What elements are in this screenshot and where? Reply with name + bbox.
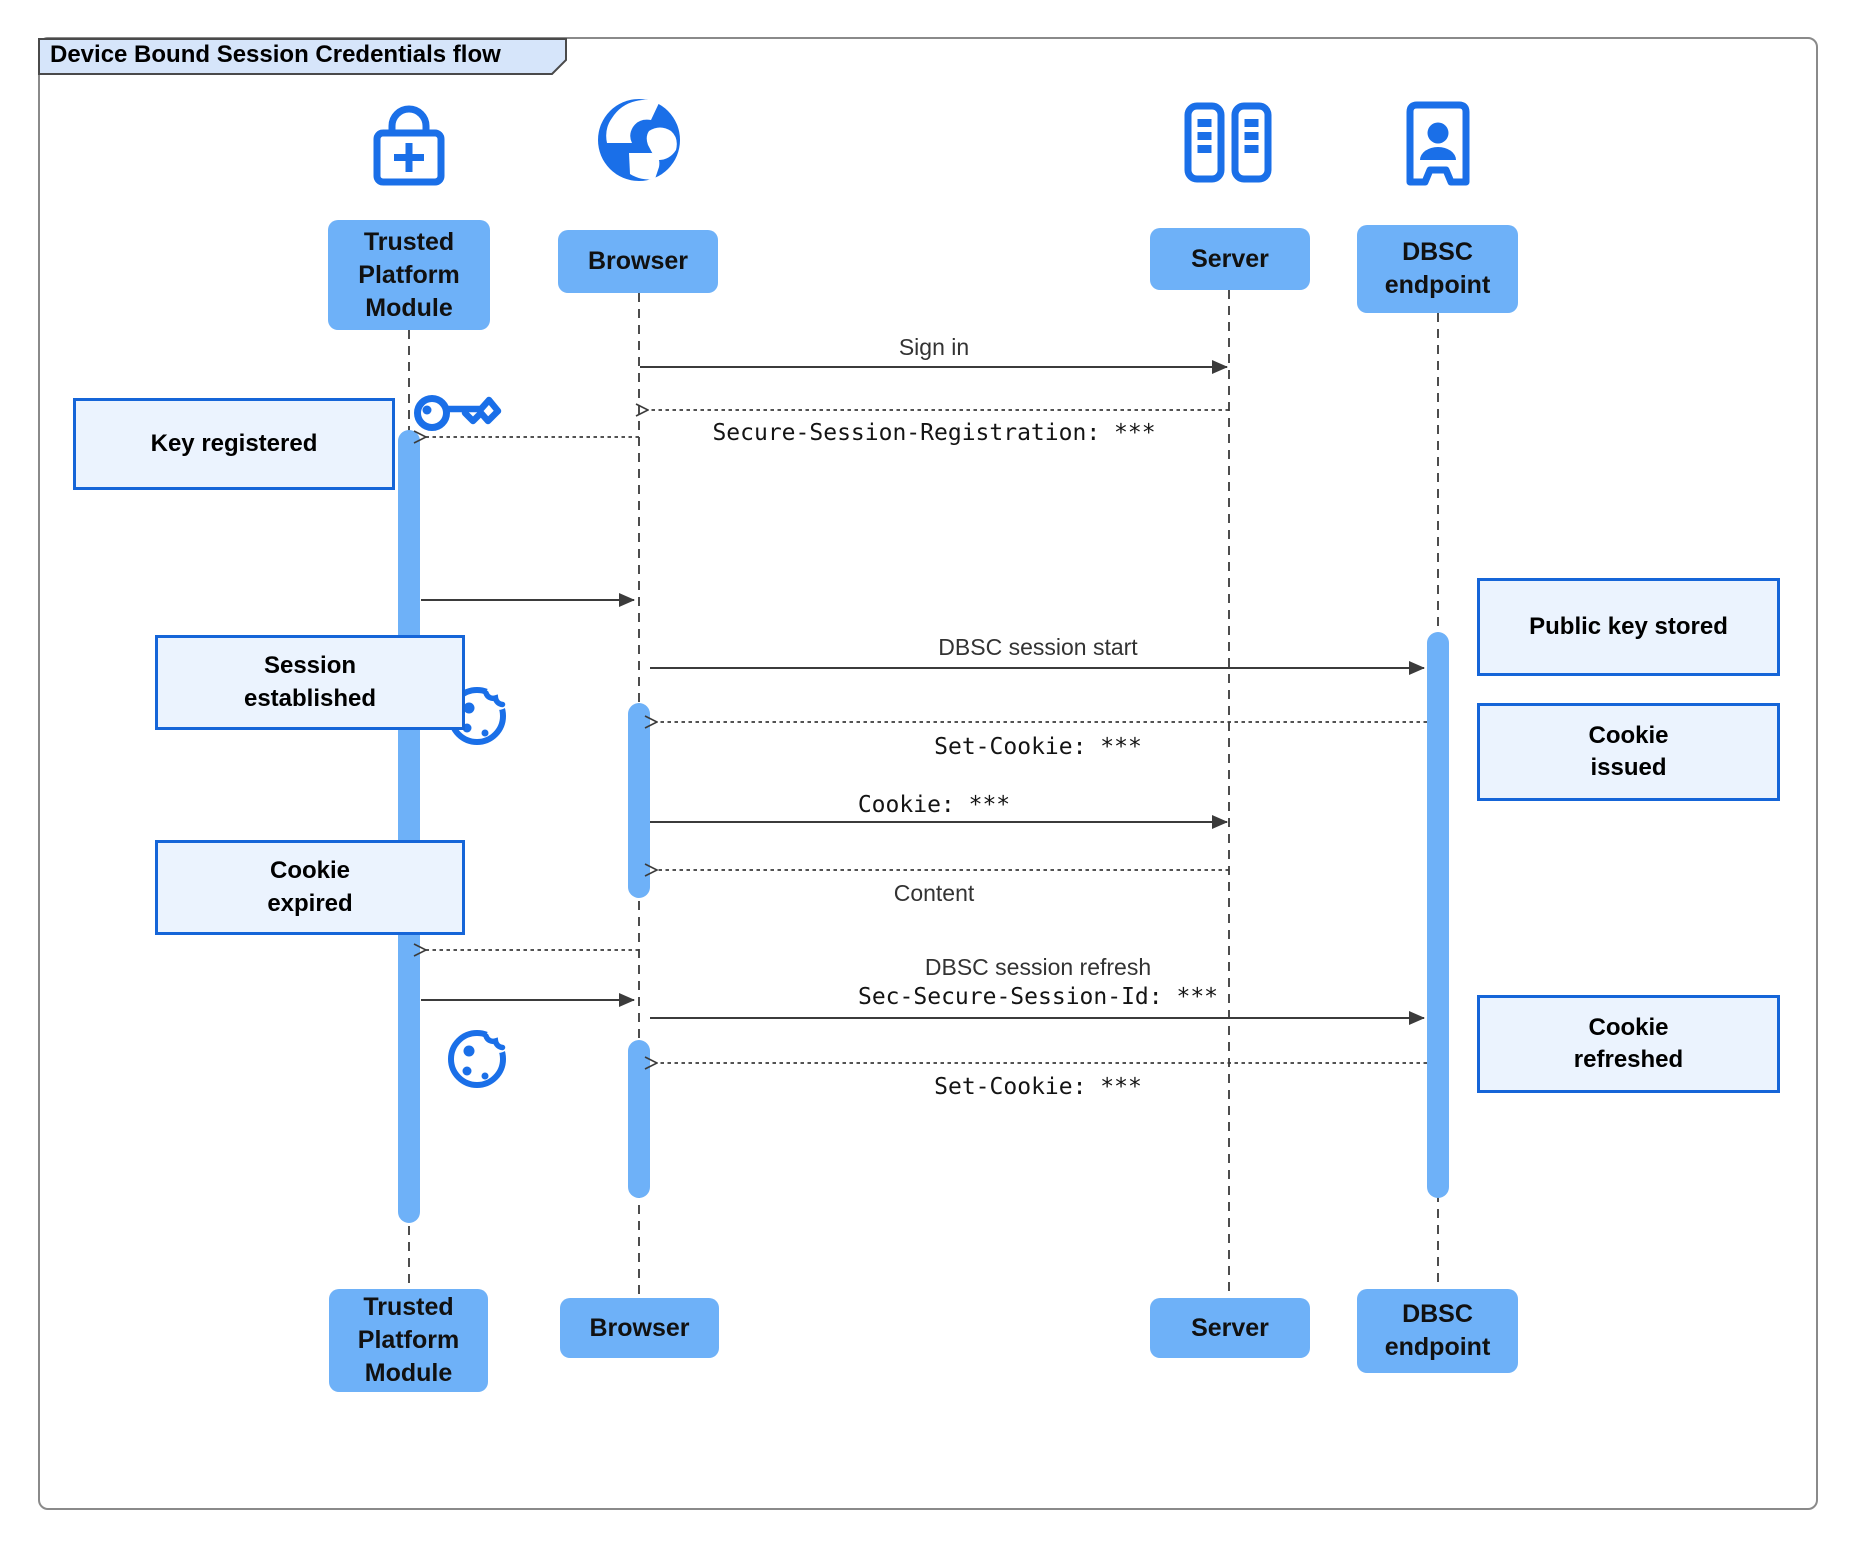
note-key-registered: Key registered xyxy=(73,398,395,490)
note-cookie-expired: Cookie expired xyxy=(155,840,465,935)
note-cookie-refreshed: Cookie refreshed xyxy=(1477,995,1780,1093)
message-label-cookie: Cookie: *** xyxy=(857,792,1011,818)
activation-browser-1 xyxy=(628,703,650,898)
note-session-established: Session established xyxy=(155,635,465,730)
doorway-user-icon xyxy=(1406,101,1470,186)
actor-label-tpm-bottom: Trusted Platform Module xyxy=(329,1289,488,1392)
actor-label-dbsc-bottom: DBSC endpoint xyxy=(1357,1289,1518,1373)
message-label-content: Content xyxy=(893,880,975,906)
actor-label-tpm-top: Trusted Platform Module xyxy=(328,220,490,330)
activation-dbsc xyxy=(1427,632,1449,1198)
note-public-key-stored: Public key stored xyxy=(1477,578,1780,676)
lock-plus-icon xyxy=(373,105,445,186)
title-tab xyxy=(38,38,567,75)
cookie-icon xyxy=(451,1027,511,1085)
diagram-title: Device Bound Session Credentials flow xyxy=(50,41,501,68)
message-label-sec-secure-session-id: Sec-Secure-Session-Id: *** xyxy=(857,984,1219,1010)
message-label-set-cookie-1: Set-Cookie: *** xyxy=(934,734,1142,760)
message-label-dbsc-session-start: DBSC session start xyxy=(938,634,1138,660)
actor-label-server-top: Server xyxy=(1150,228,1310,290)
message-label-set-cookie-2: Set-Cookie: *** xyxy=(934,1074,1142,1100)
note-cookie-issued: Cookie issued xyxy=(1477,703,1780,801)
activation-tpm xyxy=(398,430,420,1223)
message-label-dbsc-session-refresh: DBSC session refresh xyxy=(924,954,1152,980)
key-icon xyxy=(414,395,502,431)
globe-icon xyxy=(598,99,680,181)
actor-label-browser-bottom: Browser xyxy=(560,1298,719,1358)
actor-label-dbsc-top: DBSC endpoint xyxy=(1357,225,1518,313)
actor-label-server-bottom: Server xyxy=(1150,1298,1310,1358)
message-label-sign-in: Sign in xyxy=(898,334,970,360)
server-icon xyxy=(1184,102,1272,183)
actor-label-browser-top: Browser xyxy=(558,230,718,293)
message-label-secure-session-registration: Secure-Session-Registration: *** xyxy=(712,420,1156,446)
activation-browser-2 xyxy=(628,1040,650,1198)
